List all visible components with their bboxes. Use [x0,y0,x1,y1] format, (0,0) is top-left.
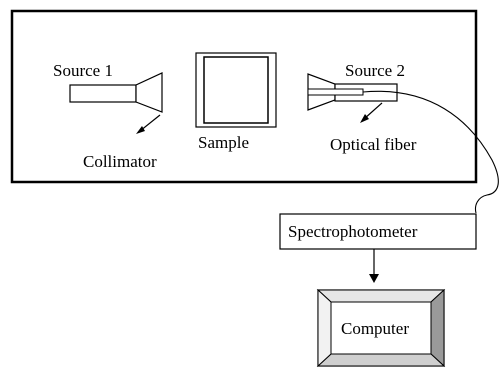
collimator-label: Collimator [83,152,157,171]
optical-fiber-arrowhead [360,114,369,123]
source-2 [307,73,398,111]
enclosure-box [10,9,478,184]
computer-bevel-left [317,288,332,368]
computer-bevel-right [430,288,445,368]
collimator-shape [135,72,163,113]
computer-label: Computer [341,319,409,338]
optical-fiber-arrow [363,102,383,120]
fiber-ferrule [307,88,364,96]
sample-inner [203,56,269,124]
sample-label: Sample [198,133,249,152]
computer [316,288,446,368]
collimator-arrowhead [136,126,145,134]
optical-fiber-label: Optical fiber [330,135,417,154]
optical-fiber-cable [362,90,499,214]
computer-bevel-bottom [316,353,446,367]
source-1 [69,72,163,113]
computer-screen [330,301,432,355]
source-2-label: Source 2 [345,61,405,80]
sample [195,52,277,128]
source-1-label: Source 1 [53,61,113,80]
data-arrowhead [369,274,379,283]
source-1-body [69,84,137,103]
spectrophotometer-box [279,213,477,250]
computer-bevel-top [316,289,446,303]
spectrophotometer-label: Spectrophotometer [288,222,418,241]
